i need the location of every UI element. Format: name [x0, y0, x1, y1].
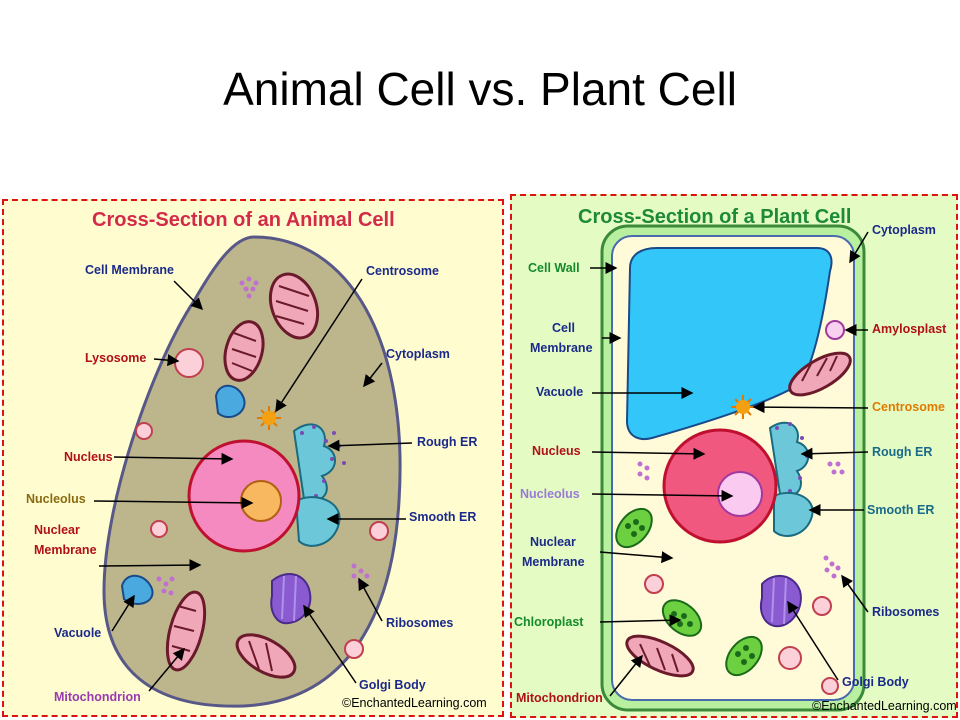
ribosomes: [637, 461, 845, 579]
label-plant-nuclear-membrane-1: Nuclear: [530, 535, 576, 549]
vesicle: [821, 677, 839, 695]
chloroplast: [725, 635, 763, 677]
label-animal-vacuole: Vacuole: [54, 626, 101, 640]
amylosplast: [825, 320, 845, 340]
animal-cell-diagram: Cross-Section of an Animal Cell: [26, 209, 487, 710]
plant-pointer-arrows: [590, 231, 869, 697]
label-plant-cell-wall: Cell Wall: [528, 261, 580, 275]
ribosomes: [156, 276, 370, 596]
chloroplast: [661, 599, 703, 637]
vesicle: [369, 521, 389, 541]
mitochondrion: [223, 320, 265, 382]
label-plant-cell-membrane-1: Cell: [552, 321, 575, 335]
label-animal-golgi-body: Golgi Body: [359, 678, 426, 692]
plant-cell-diagram: Cross-Section of a Plant Cell: [514, 206, 956, 713]
label-plant-cytoplasm: Cytoplasm: [872, 223, 936, 237]
rough-er: [292, 423, 346, 502]
nucleolus: [240, 480, 282, 522]
label-plant-centrosome: Centrosome: [872, 400, 945, 414]
plant-cell-panel: Cross-Section of a Plant Cell: [510, 194, 958, 718]
label-plant-amylosplast: Amylosplast: [872, 322, 947, 336]
label-plant-golgi-body: Golgi Body: [842, 675, 909, 689]
label-plant-smooth-er: Smooth ER: [867, 503, 934, 517]
label-plant-nucleus: Nucleus: [532, 444, 581, 458]
label-animal-nucleus: Nucleus: [64, 450, 113, 464]
label-plant-nucleolus: Nucleolus: [520, 487, 580, 501]
vesicle: [644, 574, 664, 594]
label-plant-vacuole: Vacuole: [536, 385, 583, 399]
label-plant-chloroplast: Chloroplast: [514, 615, 584, 629]
vesicle: [344, 639, 364, 659]
label-animal-lysosome: Lysosome: [85, 351, 146, 365]
vesicle: [150, 520, 168, 538]
smooth-er: [294, 496, 341, 547]
mitochondrion: [625, 634, 695, 678]
plant-credit: ©EnchantedLearning.com: [812, 699, 956, 713]
label-animal-nuclear-membrane-1: Nuclear: [34, 523, 80, 537]
vesicle: [135, 422, 153, 440]
label-animal-rough-er: Rough ER: [417, 435, 477, 449]
label-animal-centrosome: Centrosome: [366, 264, 439, 278]
animal-cell-panel: Cross-Section of an Animal Cell: [2, 199, 504, 717]
label-animal-cell-membrane: Cell Membrane: [85, 263, 174, 277]
vacuole: [214, 384, 246, 418]
mitochondrion: [235, 633, 297, 679]
label-plant-cell-membrane-2: Membrane: [530, 341, 593, 355]
page-title: Animal Cell vs. Plant Cell: [223, 63, 737, 115]
golgi-body: [270, 573, 312, 625]
label-animal-nuclear-membrane-2: Membrane: [34, 543, 97, 557]
vesicle: [778, 646, 802, 670]
label-animal-smooth-er: Smooth ER: [409, 510, 476, 524]
label-animal-nucleolus: Nucleolus: [26, 492, 86, 506]
centrosome: [257, 406, 281, 430]
lysosome: [174, 348, 204, 378]
mitochondrion: [268, 272, 320, 340]
label-animal-mitochondrion: Mitochondrion: [54, 690, 141, 704]
label-animal-cytoplasm: Cytoplasm: [386, 347, 450, 361]
chloroplast: [615, 507, 653, 549]
animal-credit: ©EnchantedLearning.com: [342, 696, 487, 710]
vesicle: [812, 596, 832, 616]
nucleolus: [717, 471, 763, 517]
smooth-er: [773, 491, 814, 537]
animal-cell-title: Cross-Section of an Animal Cell: [92, 209, 395, 231]
mitochondrion: [788, 351, 852, 397]
label-plant-mitochondrion: Mitochondrion: [516, 691, 603, 705]
centrosome: [731, 395, 755, 419]
label-animal-ribosomes: Ribosomes: [386, 616, 453, 630]
label-plant-nuclear-membrane-2: Membrane: [522, 555, 585, 569]
label-plant-rough-er: Rough ER: [872, 445, 932, 459]
animal-pointer-arrows: [93, 278, 413, 692]
plant-cell-title: Cross-Section of a Plant Cell: [578, 206, 851, 228]
label-plant-ribosomes: Ribosomes: [872, 605, 939, 619]
